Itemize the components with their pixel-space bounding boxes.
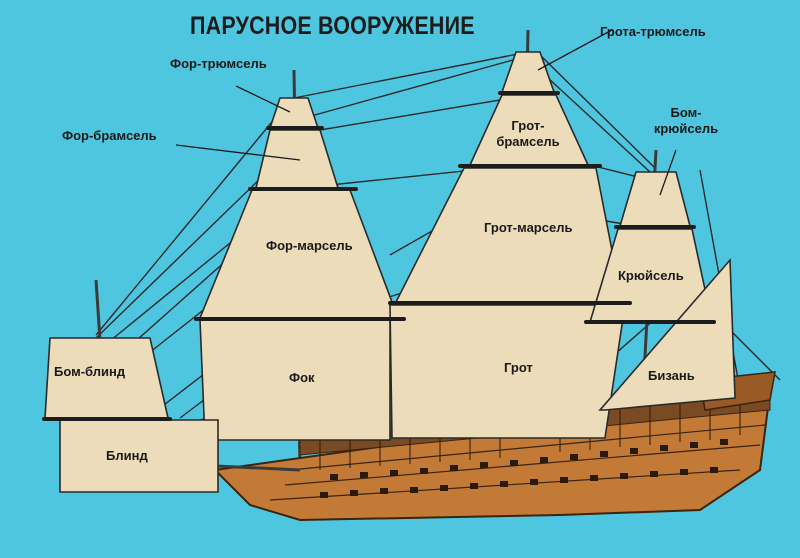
label-main-topgallant-line1: Грот- bbox=[511, 118, 545, 133]
leader-lines bbox=[175, 29, 677, 196]
label-main-topgallant: Грот- брамсель bbox=[478, 118, 578, 150]
label-fore-royal: Фор-трюмсель bbox=[170, 56, 267, 71]
label-sprit-topsail: Бом-блинд bbox=[54, 364, 126, 379]
label-mizzen-topsail-line2: крюйсель bbox=[653, 121, 719, 136]
label-main-topsail: Грот-марсель bbox=[484, 220, 573, 235]
label-fore-topsail: Фор-марсель bbox=[266, 238, 353, 253]
label-mainsail: Грот bbox=[504, 360, 533, 375]
label-spritsail: Блинд bbox=[106, 448, 148, 463]
mizzen-sail bbox=[598, 257, 736, 411]
label-main-royal: Грота-трюмсель bbox=[600, 24, 706, 39]
label-main-topgallant-line2: брамсель bbox=[496, 134, 560, 149]
fore-royal-sail bbox=[268, 97, 320, 129]
label-mizzen: Бизань bbox=[648, 368, 695, 383]
diagram-title: ПАРУСНОЕ ВООРУЖЕНИЕ bbox=[190, 12, 475, 40]
label-mizzen-crossjack: Крюйсель bbox=[618, 268, 684, 283]
sails bbox=[44, 51, 736, 493]
label-mizzen-topsail-line1: Бом- bbox=[670, 105, 702, 120]
label-fore-topgallant: Фор-брамсель bbox=[62, 128, 157, 143]
mizzen-topsail bbox=[618, 171, 692, 227]
label-foresail: Фок bbox=[289, 370, 315, 385]
yards bbox=[42, 91, 716, 421]
main-royal-sail bbox=[500, 51, 556, 93]
label-mizzen-topsail: Бом- крюйсель bbox=[638, 105, 734, 137]
